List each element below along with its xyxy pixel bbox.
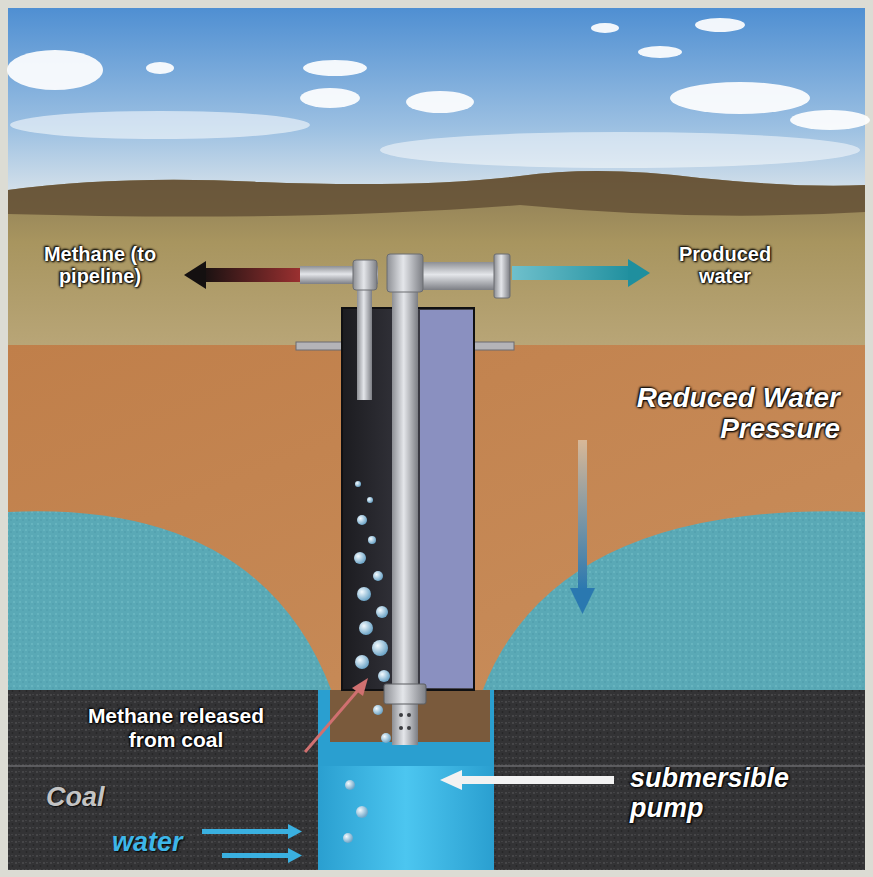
arrow-head <box>628 259 650 287</box>
bubble <box>357 515 367 525</box>
pump-fitting <box>384 684 426 704</box>
leader-line <box>305 688 360 752</box>
arrow-head <box>570 588 595 614</box>
output-label: Produced water <box>664 243 786 288</box>
surface-plate <box>474 342 514 350</box>
water-zone <box>482 511 865 692</box>
bubble <box>343 833 353 843</box>
bubble <box>357 587 371 601</box>
pump-label: submersible pump <box>630 763 850 823</box>
coal-seam <box>8 690 865 870</box>
pressure-label: Reduced Water Pressure <box>560 382 840 445</box>
cloud <box>303 60 367 76</box>
arrow-head <box>288 848 302 863</box>
pressure-arrow <box>570 440 595 614</box>
cloud <box>10 111 310 139</box>
arrow-shaft <box>578 440 587 590</box>
pump-hole <box>399 713 403 717</box>
cloud <box>406 91 474 113</box>
bubble <box>355 481 361 487</box>
pump-hole <box>407 726 411 730</box>
arrow-head <box>440 770 462 790</box>
water-pipe <box>418 262 500 290</box>
cloud <box>638 46 682 58</box>
water-zone <box>8 511 332 692</box>
pipe-fitting <box>387 254 423 292</box>
bubble <box>376 606 388 618</box>
arrow-shaft <box>512 266 632 280</box>
callout-label: Methane released from coal <box>68 704 284 751</box>
arrow-shaft <box>200 268 300 282</box>
pump-arrow <box>440 770 614 790</box>
arrow-head <box>352 678 368 696</box>
bubble <box>354 552 366 564</box>
water-pipe <box>392 260 418 745</box>
layer-label: water <box>112 827 198 857</box>
cloud <box>670 82 810 114</box>
water-arrow <box>512 259 650 287</box>
cloud <box>300 88 360 108</box>
bubble <box>356 806 368 818</box>
pump-holes <box>399 713 411 730</box>
bubble <box>372 640 388 656</box>
pump-hole <box>399 726 403 730</box>
gas-pipe <box>357 278 372 400</box>
methane-arrow <box>184 261 300 289</box>
sky <box>8 8 865 208</box>
cloud <box>790 110 870 130</box>
cloud <box>591 23 619 33</box>
release-leader <box>305 678 368 752</box>
inflow-arrows <box>202 824 302 863</box>
bubble <box>373 571 383 581</box>
bubble <box>368 536 376 544</box>
bubble <box>367 497 373 503</box>
clouds <box>7 18 870 168</box>
bubble <box>373 705 383 715</box>
bubble <box>355 655 369 669</box>
output-label: Methane (to pipeline) <box>38 243 162 288</box>
cloud <box>146 62 174 74</box>
cloud <box>7 50 103 90</box>
arrow-head <box>184 261 206 289</box>
pump-hole <box>407 713 411 717</box>
bubble <box>345 780 355 790</box>
cloud <box>695 18 745 32</box>
arrow-shaft <box>202 829 290 834</box>
arrow-shaft <box>222 853 290 858</box>
methane-bubbles <box>343 481 391 843</box>
bubble <box>381 733 391 743</box>
arrow-head <box>288 824 302 839</box>
hills <box>8 171 865 217</box>
casing-annulus <box>420 310 473 688</box>
layer-label: Coal <box>46 782 156 812</box>
bubble <box>378 670 390 682</box>
cloud <box>380 132 860 168</box>
bubble <box>359 621 373 635</box>
surface-plate <box>296 342 342 350</box>
arrow-shaft <box>456 776 614 784</box>
pipe-flange <box>494 254 510 298</box>
pipe-fitting <box>353 260 377 290</box>
